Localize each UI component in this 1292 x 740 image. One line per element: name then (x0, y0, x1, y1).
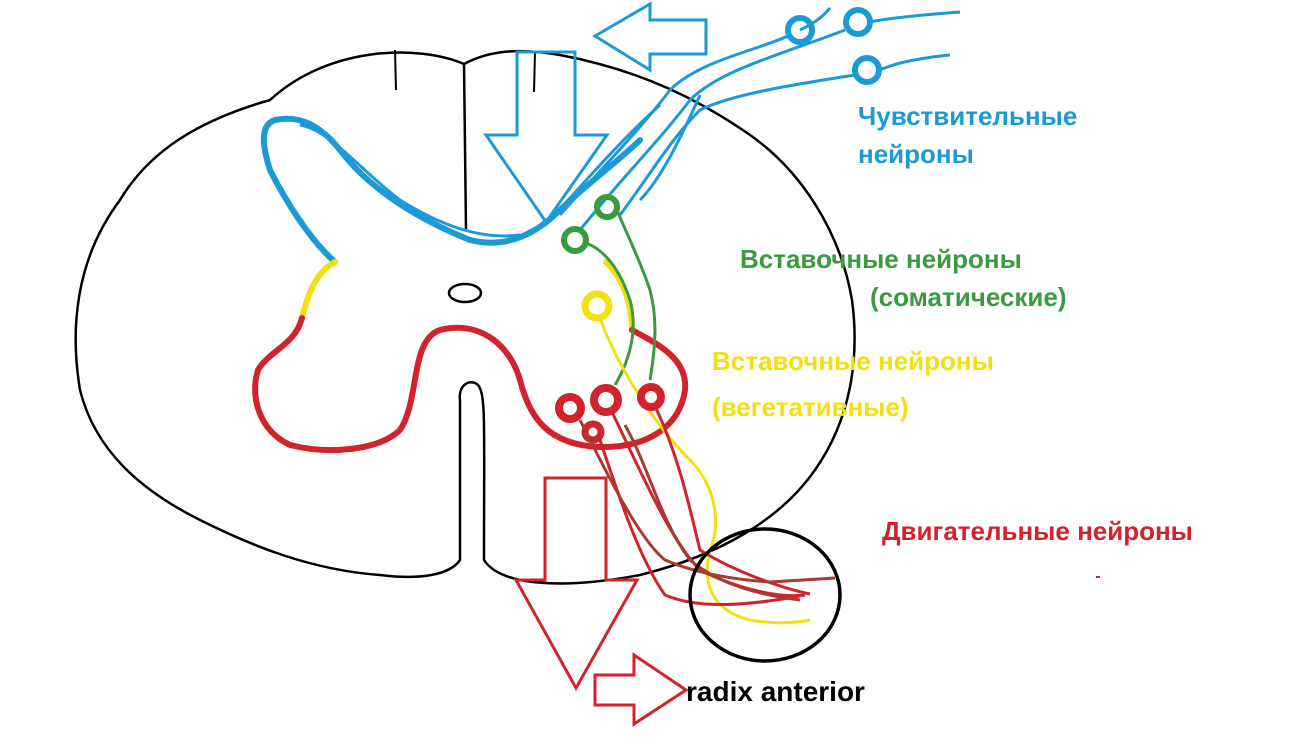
central-canal (447, 282, 483, 304)
label-somatic-line2: (соматические) (870, 282, 1067, 312)
label-radix-anterior: radix anterior (686, 676, 865, 707)
posterior-horn-inner (299, 123, 521, 238)
arrow-left-blue (592, 1, 708, 73)
motor-neuron (555, 393, 585, 423)
motor-neuron (590, 384, 622, 416)
posterior-lateral-groove-right (533, 51, 536, 93)
sensory-neuron (852, 55, 882, 85)
label-somatic-line1: Вставочные нейроны (740, 244, 1022, 274)
lateral-horn-left (299, 259, 338, 321)
vegetative-interneuron (581, 290, 811, 625)
arrow-right-red (593, 652, 689, 727)
vegetative-interneuron-body (581, 290, 613, 322)
sensory-neuron (785, 15, 815, 45)
label-vegetative-line2: (вегетативные) (712, 392, 909, 422)
spinal-cord-outline (74, 49, 856, 585)
label-sensory-line1: Чувствительные (858, 101, 1078, 131)
label-sensory-neurons: Чувствительные нейроны (858, 100, 1077, 170)
label-motor-neurons: Двигательные нейроны (882, 516, 1193, 546)
somatic-interneurons (561, 194, 657, 386)
label-vegetative-interneurons: Вставочные нейроны (вегетативные) (712, 345, 994, 423)
arrow-down-red (513, 476, 640, 692)
sensory-fibers (543, 7, 961, 231)
posterior-lateral-groove-left (394, 49, 397, 91)
posterior-median-sulcus (462, 63, 468, 231)
anterior-horn-outline (252, 315, 689, 453)
root-highlight-circle (688, 527, 842, 663)
motor-neuron (637, 383, 665, 411)
somatic-interneuron (561, 226, 589, 254)
motor-fibers-dark (578, 419, 836, 602)
label-vegetative-line1: Вставочные нейроны (712, 346, 994, 376)
label-sensory-line2: нейроны (858, 139, 974, 169)
sensory-neuron (843, 7, 873, 37)
label-somatic-interneurons: Вставочные нейроны (соматические) (740, 243, 1067, 313)
lateral-horn-right (603, 259, 635, 333)
arrow-down-blue (483, 50, 610, 225)
somatic-interneuron (594, 194, 620, 220)
